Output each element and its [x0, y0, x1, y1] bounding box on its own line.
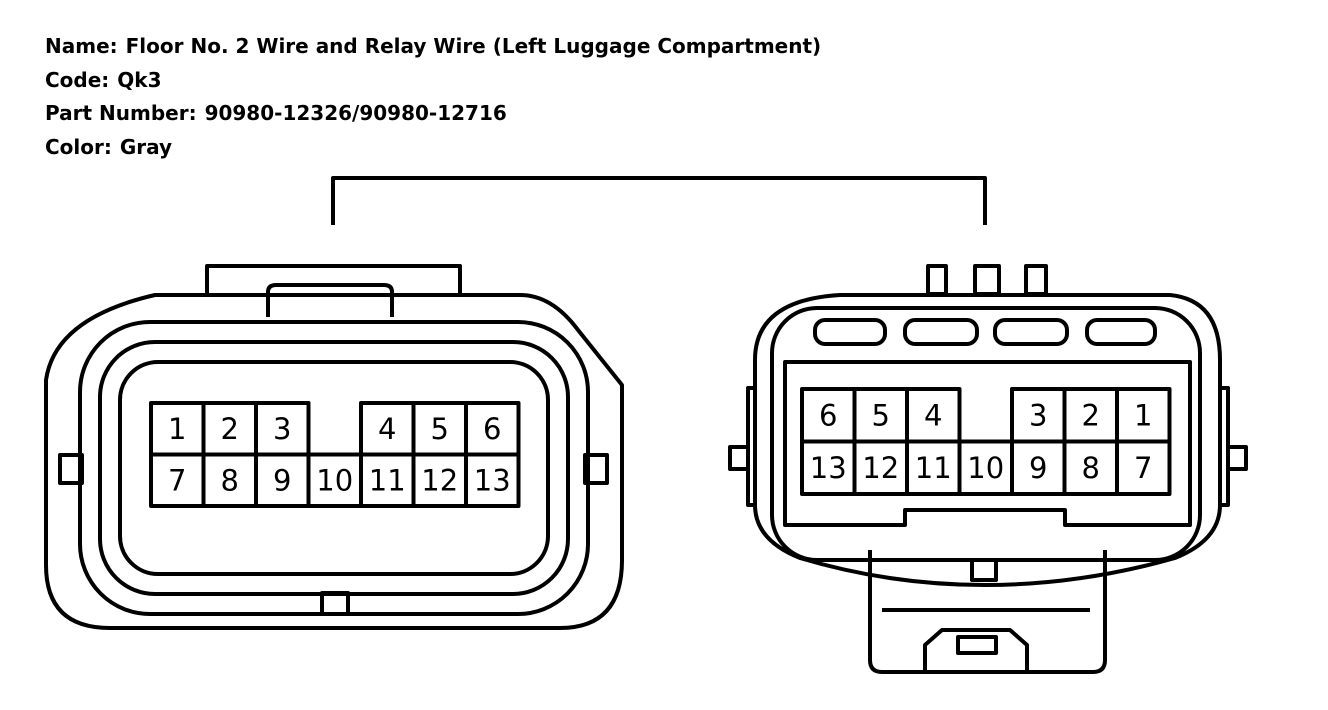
left-housing-ring — [78, 320, 590, 616]
left-pin-label-5: 5 — [431, 412, 449, 446]
left-pin-cell-8 — [201, 452, 258, 508]
right-pin-label-1: 1 — [1134, 398, 1152, 432]
left-lock-latch — [266, 283, 394, 317]
left-pin-cell-4 — [359, 401, 416, 457]
left-pin-cell-9 — [254, 452, 311, 508]
left-pin-cell-6 — [464, 401, 521, 457]
left-side-tab-right — [583, 453, 609, 485]
right-side-tab-right — [1226, 445, 1248, 471]
name-value: Floor No. 2 Wire and Relay Wire (Left Lu… — [125, 34, 822, 58]
right-side-tab-left — [728, 445, 750, 471]
right-pin-cell-12 — [852, 439, 909, 496]
left-pin-label-12: 12 — [421, 463, 458, 497]
left-pin-cell-10 — [306, 452, 363, 508]
right-pin-label-3: 3 — [1029, 398, 1047, 432]
right-lock-body — [868, 550, 1107, 674]
part-number-label: Part Number: — [45, 101, 197, 125]
right-pin-label-4: 4 — [924, 398, 942, 432]
right-pin-cell-4 — [905, 387, 962, 444]
right-housing-outer — [753, 293, 1222, 587]
name-label: Name: — [45, 34, 118, 58]
left-pin-label-1: 1 — [168, 412, 186, 446]
right-pin-label-12: 12 — [862, 451, 899, 485]
left-housing-inner-ring — [98, 340, 570, 596]
left-pin-label-2: 2 — [221, 412, 239, 446]
right-top-tab-2 — [973, 264, 1001, 296]
name-row: Name: Floor No. 2 Wire and Relay Wire (Le… — [45, 30, 821, 64]
right-pin-label-8: 8 — [1082, 451, 1100, 485]
left-pin-cell-13 — [464, 452, 521, 508]
right-pin-label-6: 6 — [819, 398, 837, 432]
right-recess-1 — [813, 318, 887, 346]
right-pin-label-11: 11 — [915, 451, 952, 485]
right-top-tab-1 — [926, 264, 948, 296]
left-pin-cell-11 — [359, 452, 416, 508]
right-terminal-face — [783, 360, 1192, 527]
left-pin-label-9: 9 — [273, 463, 291, 497]
left-pin-label-8: 8 — [221, 463, 239, 497]
right-pin-label-13: 13 — [810, 451, 847, 485]
left-pin-cell-7 — [149, 452, 206, 508]
right-pin-label-2: 2 — [1082, 398, 1100, 432]
right-recess-2 — [903, 318, 979, 346]
left-pin-label-4: 4 — [378, 412, 396, 446]
right-recess-4 — [1085, 318, 1157, 346]
left-housing-outer — [44, 293, 624, 630]
color-label: Color: — [45, 134, 112, 159]
code-row: Code: Qk3 — [45, 64, 821, 98]
left-pin-label-6: 6 — [483, 412, 501, 446]
right-pin-cell-9 — [1010, 439, 1067, 496]
left-pin-label-11: 11 — [369, 463, 406, 497]
right-bottom-key — [970, 560, 998, 582]
color-value: Gray — [119, 134, 173, 159]
connector-info: Name: Floor No. 2 Wire and Relay Wire (Le… — [45, 30, 821, 164]
left-lock-tab — [205, 264, 462, 295]
left-pin-label-13: 13 — [474, 463, 511, 497]
left-pin-label-7: 7 — [168, 463, 186, 497]
right-pin-cell-11 — [905, 439, 962, 496]
part-number-value: 90980-12326/90980-12716 — [204, 101, 507, 125]
code-value: Qk3 — [117, 67, 162, 92]
right-pin-label-9: 9 — [1029, 451, 1047, 485]
right-lock-release — [923, 628, 1029, 670]
right-recess-3 — [993, 318, 1069, 346]
right-pin-label-7: 7 — [1134, 451, 1152, 485]
left-terminal-face — [118, 360, 550, 576]
right-pin-label-10: 10 — [967, 451, 1004, 485]
left-pin-cell-12 — [411, 452, 468, 508]
connection-bracket — [331, 176, 987, 225]
code-label: Code: — [45, 67, 110, 92]
left-pin-cell-3 — [254, 401, 311, 457]
left-pin-label-10: 10 — [316, 463, 353, 497]
right-pin-cell-7 — [1115, 439, 1172, 496]
left-pin-label-3: 3 — [273, 412, 291, 446]
right-lock-button — [956, 635, 998, 655]
part-number-row: Part Number: 90980-12326/90980-12716 — [45, 97, 821, 131]
right-housing-inner-ring — [770, 306, 1202, 562]
right-top-tab-3 — [1024, 264, 1048, 296]
right-pin-label-5: 5 — [872, 398, 890, 432]
right-pin-cell-10 — [957, 439, 1014, 496]
color-row: Color: Gray — [45, 131, 821, 165]
